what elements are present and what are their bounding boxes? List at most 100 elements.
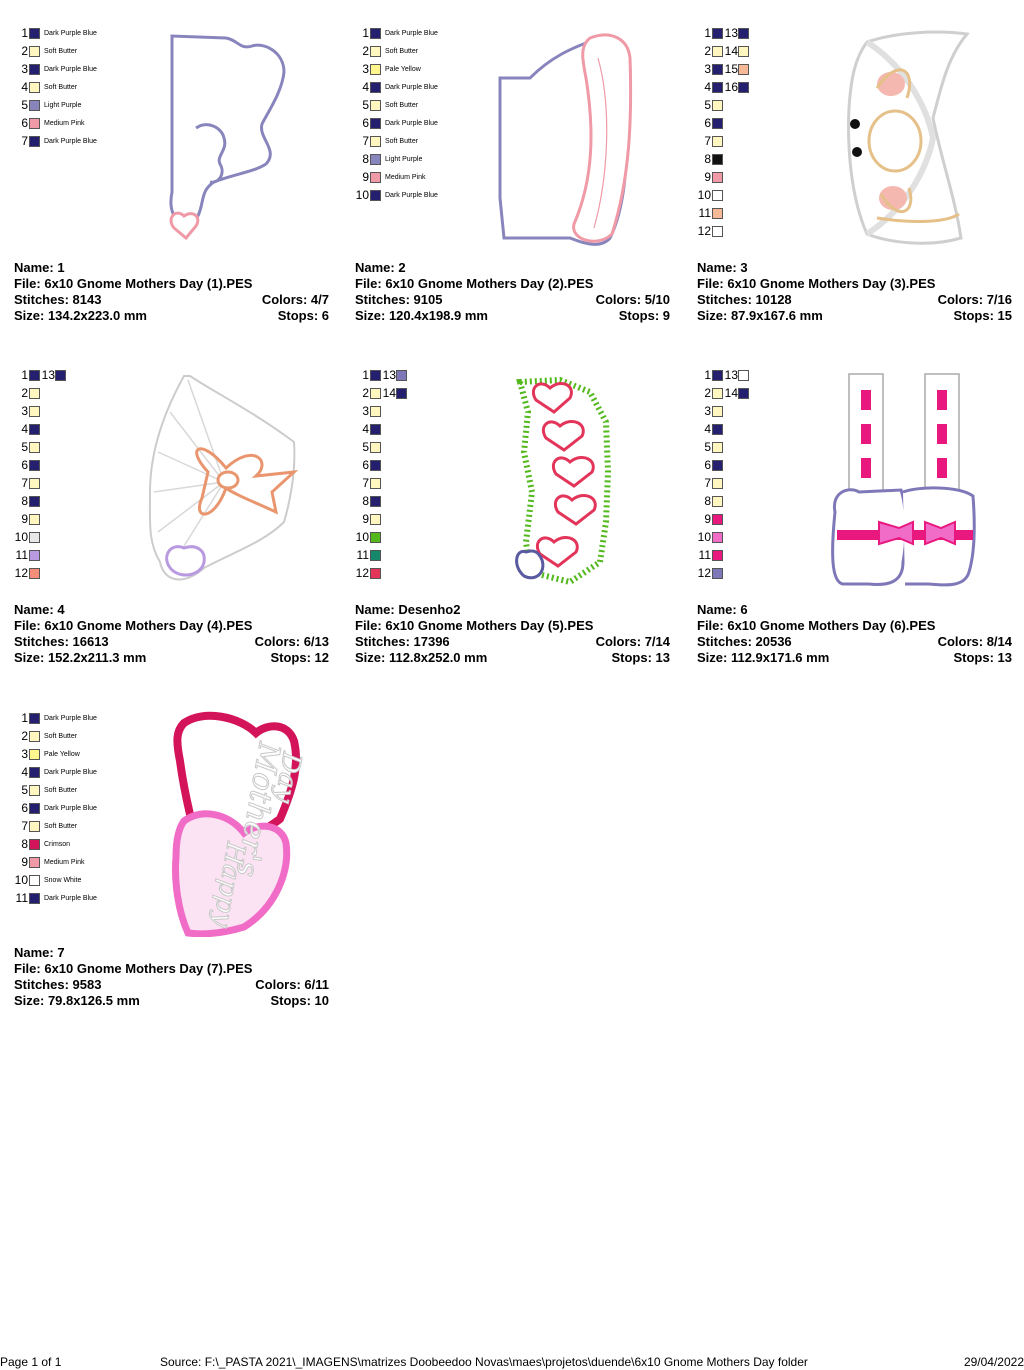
thread-color-swatch (712, 387, 723, 399)
thread-number: 7 (704, 134, 711, 148)
thread-color-swatch (29, 766, 40, 778)
design-file: File: 6x10 Gnome Mothers Day (6).PES (697, 618, 936, 633)
thread-swatch-row: 4 (14, 420, 40, 438)
thread-swatch-row: 10 (697, 528, 723, 546)
thread-color-swatch (29, 99, 40, 111)
thread-color-swatch (370, 531, 381, 543)
design-stitches: Stitches: 17396 (355, 634, 450, 649)
design-colors: Colors: 8/14 (937, 634, 1012, 649)
thread-color-swatch (712, 153, 723, 165)
thread-color-swatch (738, 45, 749, 57)
thread-color-swatch (29, 63, 40, 75)
thread-color-name: Dark Purple Blue (44, 768, 97, 776)
thread-number: 3 (704, 404, 711, 418)
design-stops: Stops: 12 (270, 650, 329, 665)
design-stops: Stops: 15 (953, 308, 1012, 323)
thread-color-name: Dark Purple Blue (44, 137, 97, 145)
thread-number: 3 (362, 404, 369, 418)
thread-color-swatch (29, 712, 40, 724)
thread-number: 10 (355, 188, 369, 202)
thread-number: 7 (21, 476, 28, 490)
thread-color-swatch (29, 802, 40, 814)
design-name: Name: 1 (14, 260, 65, 275)
thread-color-name: Dark Purple Blue (44, 29, 97, 37)
design-name: Name: 2 (355, 260, 406, 275)
thread-color-swatch (29, 45, 40, 57)
design-name: Name: Desenho2 (355, 602, 461, 617)
thread-color-swatch (29, 838, 40, 850)
thread-swatch-row: 9 (697, 168, 723, 186)
thread-swatch-row: 4 (355, 420, 381, 438)
thread-color-name: Soft Butter (385, 47, 419, 55)
design-preview-4 (148, 375, 299, 581)
thread-color-swatch (29, 423, 40, 435)
thread-number: 5 (21, 783, 28, 797)
thread-color-swatch (370, 441, 381, 453)
thread-swatch-row: 11 Dark Purple Blue (14, 889, 97, 907)
thread-number: 9 (704, 512, 711, 526)
thread-number: 6 (21, 458, 28, 472)
design-colors: Colors: 7/14 (595, 634, 670, 649)
thread-color-name: Dark Purple Blue (44, 894, 97, 902)
thread-color-swatch (738, 27, 749, 39)
thread-swatch-row: 12 (355, 564, 381, 582)
thread-number: 3 (21, 404, 28, 418)
thread-number: 5 (704, 98, 711, 112)
thread-color-name: Pale Yellow (44, 750, 80, 758)
thread-swatch-row: 9 (14, 510, 40, 528)
thread-number: 10 (14, 873, 28, 887)
thread-swatch-row: 9 (355, 510, 381, 528)
thread-color-swatch (29, 369, 40, 381)
thread-color-name: Dark Purple Blue (385, 191, 438, 199)
thread-color-swatch (712, 99, 723, 111)
thread-number: 12 (355, 566, 369, 580)
thread-color-name: Pale Yellow (385, 65, 421, 73)
thread-swatch-row: 2 (14, 384, 40, 402)
design-stops: Stops: 13 (611, 650, 670, 665)
thread-color-swatch (29, 820, 40, 832)
thread-color-swatch (29, 874, 40, 886)
thread-color-swatch (738, 63, 749, 75)
thread-color-swatch (370, 513, 381, 525)
design-colors: Colors: 7/16 (937, 292, 1012, 307)
thread-number: 4 (362, 422, 369, 436)
thread-color-swatch (712, 45, 723, 57)
design-name: Name: 3 (697, 260, 748, 275)
thread-number: 9 (21, 855, 28, 869)
thread-color-swatch (370, 477, 381, 489)
thread-swatch-row: 10 (14, 528, 40, 546)
thread-swatch-row: 8 (14, 492, 40, 510)
thread-number: 5 (362, 98, 369, 112)
design-stitches: Stitches: 16613 (14, 634, 109, 649)
thread-color-name: Light Purple (385, 155, 423, 163)
thread-number: 13 (724, 26, 738, 40)
thread-color-swatch (370, 117, 381, 129)
thread-color-swatch (29, 730, 40, 742)
design-preview-5 (515, 376, 612, 586)
design-size: Size: 79.8x126.5 mm (14, 993, 140, 1008)
thread-swatch-row: 6 (697, 456, 723, 474)
footer-page: Page 1 of 1 (0, 1355, 62, 1369)
thread-color-swatch (29, 135, 40, 147)
thread-color-swatch (370, 387, 381, 399)
thread-number: 11 (15, 891, 28, 905)
thread-color-swatch (370, 405, 381, 417)
thread-color-swatch (712, 513, 723, 525)
thread-number: 4 (704, 422, 711, 436)
thread-color-swatch (29, 748, 40, 760)
thread-number: 5 (362, 440, 369, 454)
